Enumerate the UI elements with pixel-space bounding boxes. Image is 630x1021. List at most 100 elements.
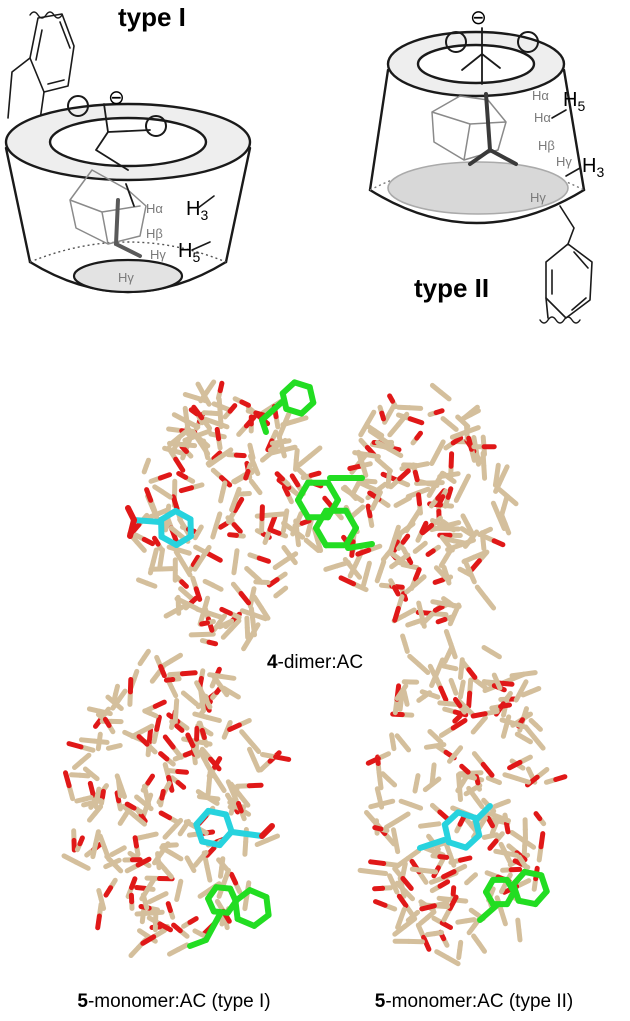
type-two-h5-sub: 5 <box>577 98 585 114</box>
cyclodextrin-bond <box>394 880 408 894</box>
cyclodextrin-bond <box>364 483 378 493</box>
type-two-guest-bond <box>468 92 518 166</box>
cyclodextrin-bond <box>533 811 543 822</box>
cyclodextrin-bond <box>491 672 500 685</box>
cyclodextrin-bond <box>159 788 166 801</box>
cyclodextrin-bond <box>135 856 152 868</box>
cyclodextrin-bond <box>386 776 398 788</box>
linker-ring <box>295 497 311 521</box>
cyclodextrin-bond <box>525 766 535 779</box>
cyclodextrin-bond <box>450 885 457 897</box>
cyclodextrin-bond <box>471 933 482 947</box>
cyclodextrin-bond <box>401 591 409 602</box>
cyclodextrin-bond <box>409 866 427 873</box>
cyclodextrin-bond <box>141 463 149 475</box>
monomer-type-one-caption-text: -monomer:AC (type I) <box>88 991 271 1012</box>
cyclodextrin-bond <box>391 539 400 553</box>
dimer-caption-number: 4 <box>267 652 278 673</box>
cyclodextrin-bond <box>365 503 373 519</box>
type-two-h-gamma-b: Hγ <box>530 190 546 205</box>
cyclodextrin-bond <box>441 869 457 880</box>
linker-ring <box>227 885 239 905</box>
monomer-type-two-caption: 5-monomer:AC (type II) <box>375 991 574 1012</box>
cyclodextrin-bond <box>452 714 462 724</box>
guest-ring <box>463 832 483 851</box>
cyclodextrin-bond <box>235 800 244 814</box>
cyclodextrin-bond <box>521 670 538 677</box>
cyclodextrin-bond <box>266 577 280 588</box>
monomer-type-one-caption-number: 5 <box>77 991 88 1012</box>
type-two-linker-wavy-end <box>539 316 581 324</box>
cyclodextrin-bond <box>368 859 387 866</box>
cyclodextrin-bond <box>111 861 124 874</box>
cyclodextrin-bond <box>163 608 178 619</box>
cyclodextrin-bond <box>459 763 471 775</box>
type-two-h-beta: Hβ <box>538 138 555 153</box>
cyclodextrin-bond <box>378 435 395 449</box>
cyclodextrin-bond <box>463 917 477 924</box>
cyclodextrin-bond <box>272 558 288 570</box>
cyclodextrin-bond <box>400 740 412 753</box>
cyclodextrin-bond <box>429 450 440 466</box>
cyclodextrin-bond <box>450 435 464 446</box>
cyclodextrin-bond <box>431 670 440 683</box>
cyclodextrin-bond <box>443 840 453 857</box>
type-one-schematic <box>4 11 252 294</box>
cyclodextrin-bond <box>192 856 204 868</box>
cyclodextrin-bond <box>204 379 217 394</box>
cyclodextrin-bond <box>178 586 189 597</box>
cyclodextrin-bond <box>294 511 304 527</box>
cyclodextrin-bond <box>154 714 162 732</box>
cyclodextrin-bond <box>307 445 323 459</box>
cyclodextrin-bond <box>373 899 388 908</box>
cyclodextrin-bond <box>309 542 321 553</box>
guest-ring <box>222 811 235 835</box>
cyclodextrin-bond <box>379 410 386 422</box>
cyclodextrin-bond <box>460 513 471 529</box>
linker-ring <box>234 915 258 929</box>
cyclodextrin-bond <box>176 471 189 480</box>
cyclodextrin-bond <box>227 722 242 732</box>
cyclodextrin-bond <box>182 392 198 401</box>
cyclodextrin-bond <box>459 473 471 491</box>
cyclodextrin-bond <box>221 867 231 886</box>
cyclodextrin-bond <box>187 696 199 707</box>
cyclodextrin-bond <box>399 683 409 695</box>
cyclodextrin-bond <box>173 456 186 473</box>
type-one-h-gamma-b: Hγ <box>118 270 134 285</box>
cyclodextrin-bond <box>453 696 463 709</box>
cyclodextrin-bond <box>144 831 159 839</box>
cyclodextrin-bond <box>338 575 357 587</box>
cyclodextrin-bond <box>468 408 481 418</box>
type-two-linker-ring <box>545 243 593 319</box>
cyclodextrin-bond <box>387 873 396 887</box>
cyclodextrin-bond <box>102 716 112 728</box>
cyclodextrin-bond <box>448 677 456 690</box>
cyclodextrin-bond <box>437 879 451 889</box>
guest-bond <box>131 517 163 525</box>
cyclodextrin-bond <box>185 732 196 749</box>
monomer-type-two-stick-model <box>357 629 568 967</box>
type-two-linker-tail <box>545 297 549 319</box>
type-one-h-gamma-a: Hγ <box>150 247 166 262</box>
linker-ring <box>295 479 311 503</box>
linker-arm <box>259 417 269 435</box>
cyclodextrin-bond <box>487 832 500 839</box>
cyclodextrin-bond <box>92 804 104 816</box>
guest-ring <box>441 809 461 828</box>
cyclodextrin-bond <box>364 810 377 824</box>
type-one-h3-letter: H <box>186 198 200 220</box>
cyclodextrin-bond <box>227 403 238 414</box>
cyclodextrin-bond <box>247 594 255 609</box>
cyclodextrin-bond <box>256 555 271 564</box>
cyclodextrin-bond <box>79 752 92 764</box>
cyclodextrin-bond <box>377 559 387 574</box>
cyclodextrin-bond <box>347 463 363 471</box>
type-two-title: type II <box>414 273 489 303</box>
cyclodextrin-bond <box>466 690 473 709</box>
cyclodextrin-bond <box>233 452 247 459</box>
type-one-top-opening <box>48 116 208 168</box>
cyclodextrin-bond <box>174 723 185 733</box>
cyclodextrin-bond <box>95 913 102 931</box>
cyclodextrin-bond <box>174 887 182 902</box>
